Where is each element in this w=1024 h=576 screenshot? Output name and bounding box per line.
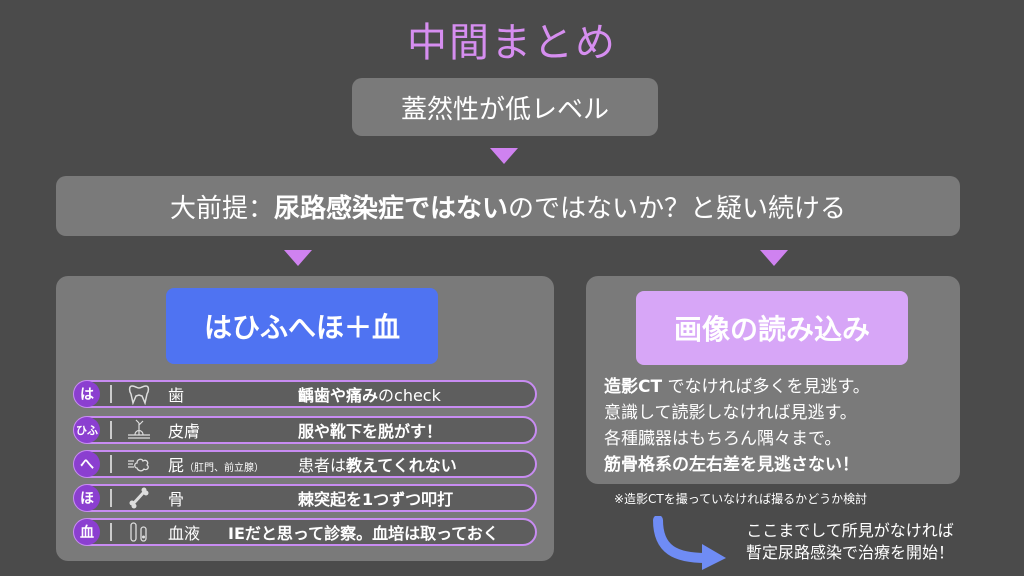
skin-icon xyxy=(124,419,154,441)
premise-suffix: のではないか？と疑い続ける xyxy=(508,193,847,224)
badge-hifu: ひふ xyxy=(74,417,100,443)
imaging-line: 各種臓器はもちろん隅々まで。 xyxy=(604,429,842,449)
conclusion-line-1: ここまでして所見がなければ xyxy=(746,521,954,540)
divider xyxy=(110,489,112,507)
tooth-icon xyxy=(124,383,154,405)
row-description: 棘突起を1つずつ叩打 xyxy=(298,490,454,509)
organ-label: 骨 xyxy=(168,490,185,509)
down-arrow-left-icon xyxy=(284,250,312,266)
imaging-line: 筋骨格系の左右差を見逃さない！ xyxy=(604,455,859,475)
divider xyxy=(110,455,112,473)
down-arrow-icon xyxy=(490,148,518,164)
badge-ho: ほ xyxy=(74,485,100,511)
list-item: ひふ 皮膚 服や靴下を脱がす！ xyxy=(73,416,537,444)
badge-he: へ xyxy=(74,451,100,477)
premise-bold: 尿路感染症ではない xyxy=(273,193,508,224)
imaging-header: 画像の読み込み xyxy=(636,291,908,365)
bone-icon xyxy=(124,487,154,509)
organ-label: 屁（肛門、前立腺） xyxy=(168,456,265,475)
list-item: は 歯 齲歯や痛みのcheck xyxy=(73,380,537,408)
row-description: 患者は教えてくれない xyxy=(298,456,457,475)
organ-label: 皮膚 xyxy=(168,422,201,441)
list-item: ほ 骨 棘突起を1つずつ叩打 xyxy=(73,484,537,512)
badge-ha: は xyxy=(74,381,100,407)
certainty-box: 蓋然性が低レベル xyxy=(352,78,658,136)
organ-label: 歯 xyxy=(168,386,185,405)
hahifuheho-header: はひふへほ＋血 xyxy=(166,288,438,364)
divider xyxy=(110,421,112,439)
row-description: IEだと思って診察。血培は取っておく xyxy=(228,524,499,543)
divider xyxy=(110,385,112,403)
blood-tube-icon xyxy=(124,521,154,543)
certainty-label: 蓋然性が低レベル xyxy=(400,94,609,125)
list-item: へ 屁（肛門、前立腺） 患者は教えてくれない xyxy=(73,450,537,478)
premise-box: 大前提： 尿路感染症ではない のではないか？と疑い続ける xyxy=(56,176,960,236)
page-title: 中間まとめ xyxy=(407,20,617,66)
premise-prefix: 大前提： xyxy=(169,193,274,224)
curved-arrow-icon xyxy=(653,516,726,570)
imaging-line: 意識して読影しなければ見逃す。 xyxy=(604,403,857,423)
ct-footnote: ※造影CTを撮っていなければ撮るかどうか検討 xyxy=(614,492,868,506)
list-item: 血 血液 IEだと思って診察。血培は取っておく xyxy=(73,518,537,546)
down-arrow-right-icon xyxy=(760,250,788,266)
imaging-notes: 造影CT でなければ多くを見逃す。 意識して読影しなければ見逃す。 各種臓器はも… xyxy=(604,374,954,478)
divider xyxy=(110,523,112,541)
conclusion-text: ここまでして所見がなければ 暫定尿路感染で治療を開始！ xyxy=(746,520,954,564)
row-description: 服や靴下を脱がす！ xyxy=(298,422,443,441)
gas-icon xyxy=(124,453,154,475)
imaging-line: 造影CT でなければ多くを見逃す。 xyxy=(604,377,870,397)
badge-ketsu: 血 xyxy=(74,519,100,545)
conclusion-line-2: 暫定尿路感染で治療を開始！ xyxy=(746,543,955,562)
row-description: 齲歯や痛みのcheck xyxy=(298,386,441,405)
organ-label: 血液 xyxy=(168,524,201,543)
